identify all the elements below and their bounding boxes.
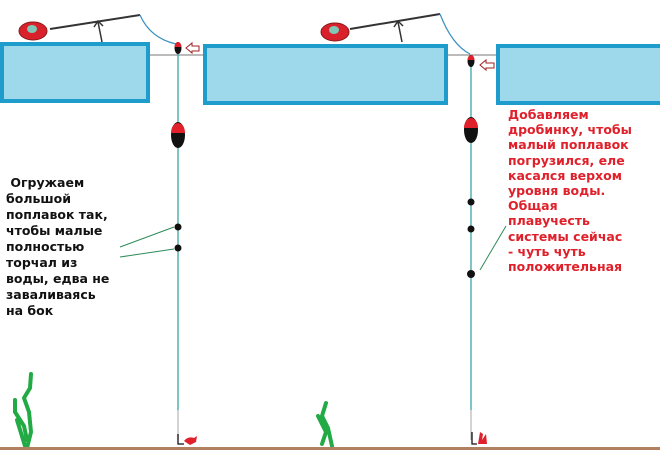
small-float-icon bbox=[174, 42, 182, 54]
note-right: Добавляем дробинку, чтобы малый поплавок… bbox=[508, 107, 632, 275]
split-shot-icon bbox=[467, 270, 475, 278]
weed-icon bbox=[316, 401, 334, 448]
pointer-line bbox=[119, 248, 175, 258]
small-float-icon bbox=[467, 55, 475, 67]
weed-icon bbox=[13, 372, 34, 450]
pointer-line bbox=[479, 225, 507, 271]
pointer-line bbox=[119, 226, 175, 248]
note-left: Огружаем большой поплавок так, чтобы мал… bbox=[6, 175, 110, 318]
nod-arrow-icon bbox=[93, 19, 104, 43]
fishing-rod-left bbox=[18, 14, 177, 45]
small-float-dot-icon bbox=[467, 225, 475, 233]
nod-arrow-icon bbox=[393, 19, 404, 43]
fishing-rod-right bbox=[320, 13, 471, 55]
bait-icon bbox=[478, 432, 487, 444]
ice-block-middle bbox=[203, 44, 448, 105]
bait-icon bbox=[184, 436, 197, 445]
hook-icon bbox=[471, 432, 477, 445]
ice-block-left bbox=[0, 42, 150, 103]
arrow-left-icon bbox=[185, 41, 200, 55]
arrow-left-icon bbox=[479, 58, 495, 72]
big-float-icon bbox=[464, 117, 478, 143]
ice-block-right bbox=[496, 44, 660, 105]
small-float-dot-icon bbox=[467, 198, 475, 206]
small-float-dot-icon bbox=[174, 223, 182, 231]
small-float-dot-icon bbox=[174, 244, 182, 252]
ground-line bbox=[0, 447, 660, 450]
big-float-icon bbox=[171, 122, 185, 148]
hook-icon bbox=[177, 434, 184, 445]
